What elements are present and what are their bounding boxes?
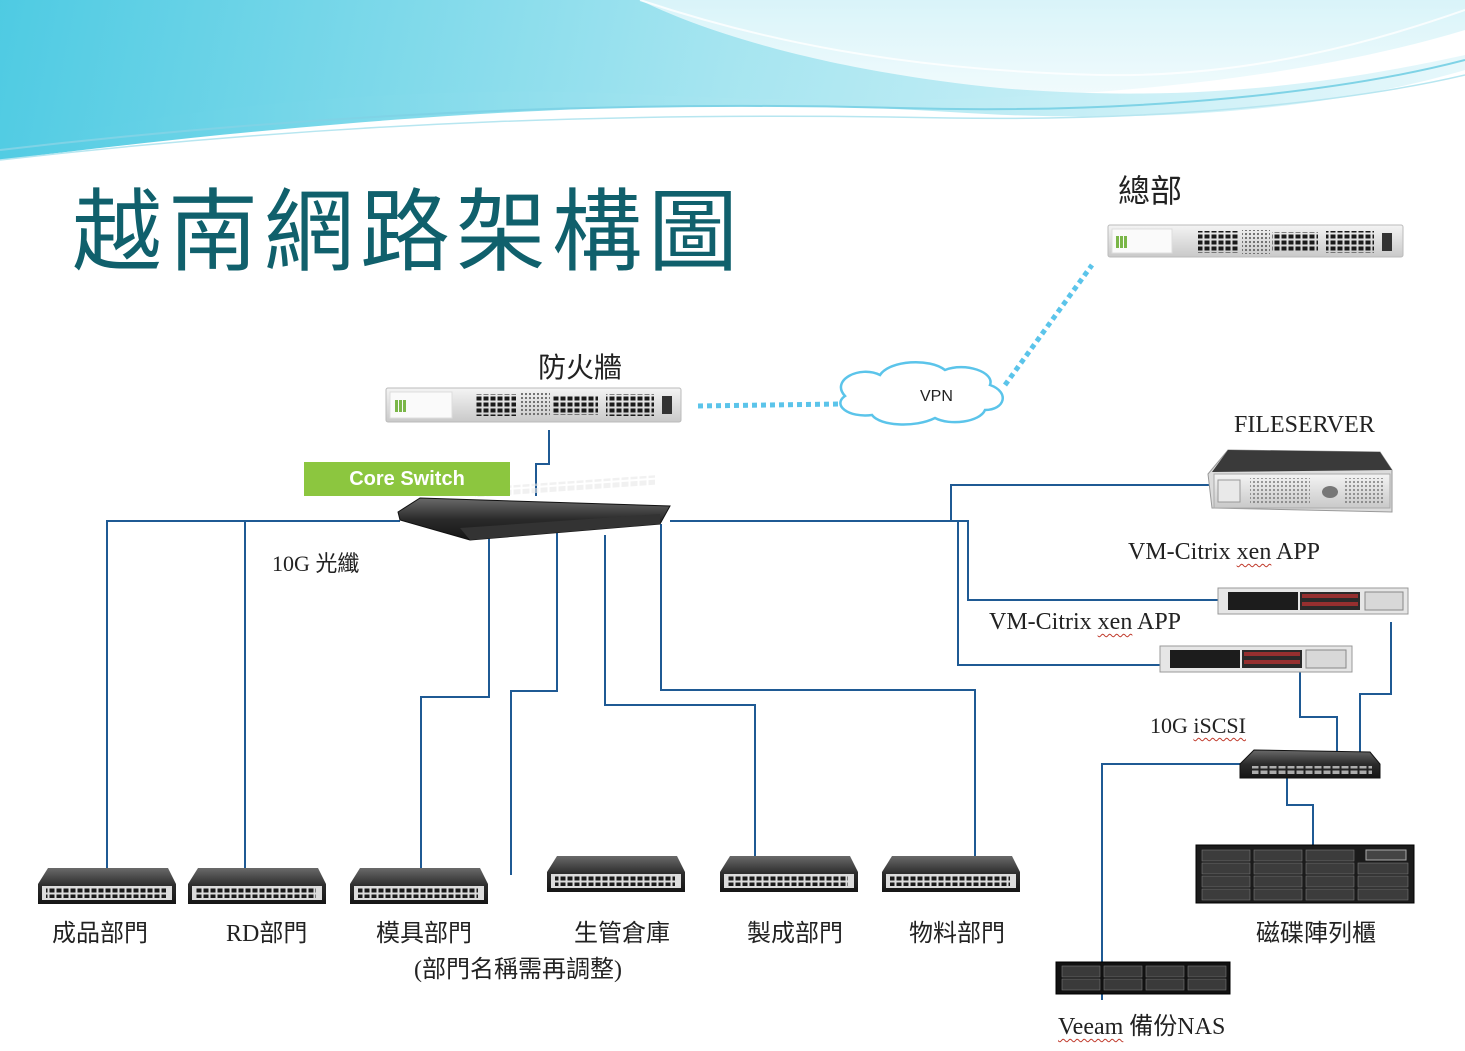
network-links — [106, 430, 1392, 1000]
dept-label-6: 物料部門 — [909, 921, 1005, 947]
dept-switch-1 — [38, 868, 176, 904]
header-wave-decoration — [0, 0, 1465, 161]
dept-switch-2 — [188, 868, 326, 904]
dept-label-1: 成品部門 — [52, 921, 148, 947]
dept-label-3: 模具部門 — [376, 921, 472, 947]
fiber-label: 10G 光纖 — [272, 551, 360, 576]
disk-array-device — [1195, 844, 1415, 904]
dept-switch-3 — [350, 868, 488, 904]
disk-array-label: 磁碟陣列櫃 — [1256, 921, 1376, 947]
vm-server-1-device — [1217, 587, 1409, 615]
firewall-label: 防火牆 — [538, 353, 623, 384]
fileserver-label: FILESERVER — [1234, 412, 1375, 438]
dept-note: (部門名稱需再調整) — [414, 957, 622, 983]
dept-switch-4 — [547, 856, 685, 892]
firewall-device — [385, 387, 682, 423]
fileserver-device — [1207, 449, 1393, 513]
dept-switch-6 — [882, 856, 1020, 892]
iscsi-switch-device — [1239, 749, 1381, 779]
vpn-cloud-icon — [839, 360, 1004, 426]
nas-label: Veeam 備份NAS — [1058, 1014, 1226, 1040]
hq-device — [1107, 224, 1404, 258]
dept-switch-5 — [720, 856, 858, 892]
dept-label-5: 製成部門 — [747, 921, 843, 947]
dept-label-2: RD部門 — [226, 921, 308, 947]
core-switch-badge: Core Switch — [304, 462, 510, 496]
vm-app-2-label: VM-Citrix xen APP — [989, 609, 1182, 635]
nas-device — [1055, 961, 1231, 995]
dept-label-4: 生管倉庫 — [574, 921, 670, 947]
core-switch-device — [397, 475, 671, 541]
hq-label: 總部 — [1118, 173, 1183, 209]
page-title: 越南網路架構圖 — [72, 180, 744, 285]
iscsi-label: 10G iSCSI — [1150, 713, 1246, 738]
vm-server-2-device — [1159, 645, 1353, 673]
vpn-links — [697, 263, 1095, 409]
vpn-label: VPN — [920, 388, 953, 405]
vm-app-1-label: VM-Citrix xen APP — [1128, 539, 1321, 565]
